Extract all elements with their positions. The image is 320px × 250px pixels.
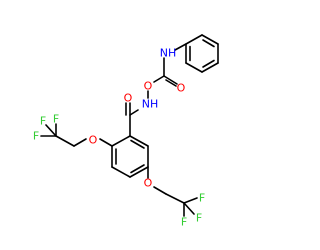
oxygen-label-ether-left: O: [89, 134, 98, 147]
ring-inner-bond: [130, 164, 145, 174]
ring-inner-bond: [130, 139, 145, 149]
phenyl-bond: [201, 62, 219, 73]
nitrogen-label-amide: NH: [142, 98, 159, 111]
cf3-right-f-bond: [183, 202, 195, 215]
atom-labels-layer: NH O O NH O O O F F F F F F: [33, 47, 205, 229]
phenyl-bond: [185, 34, 203, 45]
oxygen-label-ether-right: O: [144, 177, 153, 190]
phenyl-inner-bond: [202, 59, 215, 68]
fluorine-label-right-2: F: [181, 216, 187, 229]
oxygen-label-amide-carbonyl: O: [124, 92, 133, 105]
ch2-cf3-right-bond: [165, 193, 185, 204]
fluorine-label-left-1: F: [40, 115, 46, 128]
nitrogen-label-carbamate: NH: [160, 47, 177, 60]
fluorine-label-left-3: F: [53, 113, 59, 126]
ring-bond: [111, 135, 131, 147]
oxygen-label-carbamate-ether: O: [144, 80, 153, 93]
cf3-right-f-bond: [183, 197, 198, 204]
chemical-structure-diagram: NH O O NH O O O F F F F F F: [33, 34, 219, 229]
cf3-left-f-bond: [45, 124, 57, 137]
ch2-cf3-left-bond: [55, 135, 75, 147]
ring-ether-left-bond: [99, 138, 113, 147]
amide-n-c-bond: [129, 109, 139, 116]
carbamate-ether-bond: [153, 75, 165, 83]
ether-right-ch2-bond: [153, 186, 167, 195]
ring-bond: [129, 166, 149, 178]
phenyl-nh-bond: [174, 43, 187, 51]
carbamate-carbonyl-bond: [165, 79, 177, 87]
phenyl-bond: [185, 62, 203, 73]
ether-left-ch2-bond: [73, 138, 87, 147]
ring-bond: [111, 166, 131, 178]
phenyl-bond: [201, 34, 219, 45]
ring-bond: [129, 135, 149, 147]
phenyl-inner-bond: [202, 39, 215, 48]
fluorine-label-left-2: F: [33, 130, 39, 143]
bonds-layer: [40, 34, 219, 217]
carbamate-carbonyl-bond: [163, 75, 178, 85]
oxygen-label-carbamate-carbonyl: O: [177, 82, 186, 95]
fluorine-label-right-1: F: [199, 192, 205, 205]
fluorine-label-right-3: F: [196, 212, 202, 225]
